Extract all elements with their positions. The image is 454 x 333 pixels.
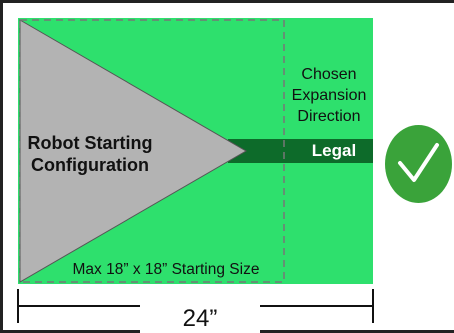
width-dimension-label: 24”	[140, 305, 260, 333]
robot-config-label: Robot Starting Configuration	[27, 133, 153, 175]
legal-status-badge	[385, 125, 452, 203]
expansion-direction-label: Chosen Expansion Direction	[291, 66, 367, 125]
checkmark-icon	[398, 143, 439, 182]
robot-triangle	[19, 19, 247, 283]
legal-expansion-band	[228, 139, 373, 163]
max-size-label: Max 18” x 18” Starting Size	[72, 261, 260, 278]
legal-label: Legal	[311, 141, 357, 160]
starting-size-box	[19, 19, 285, 283]
